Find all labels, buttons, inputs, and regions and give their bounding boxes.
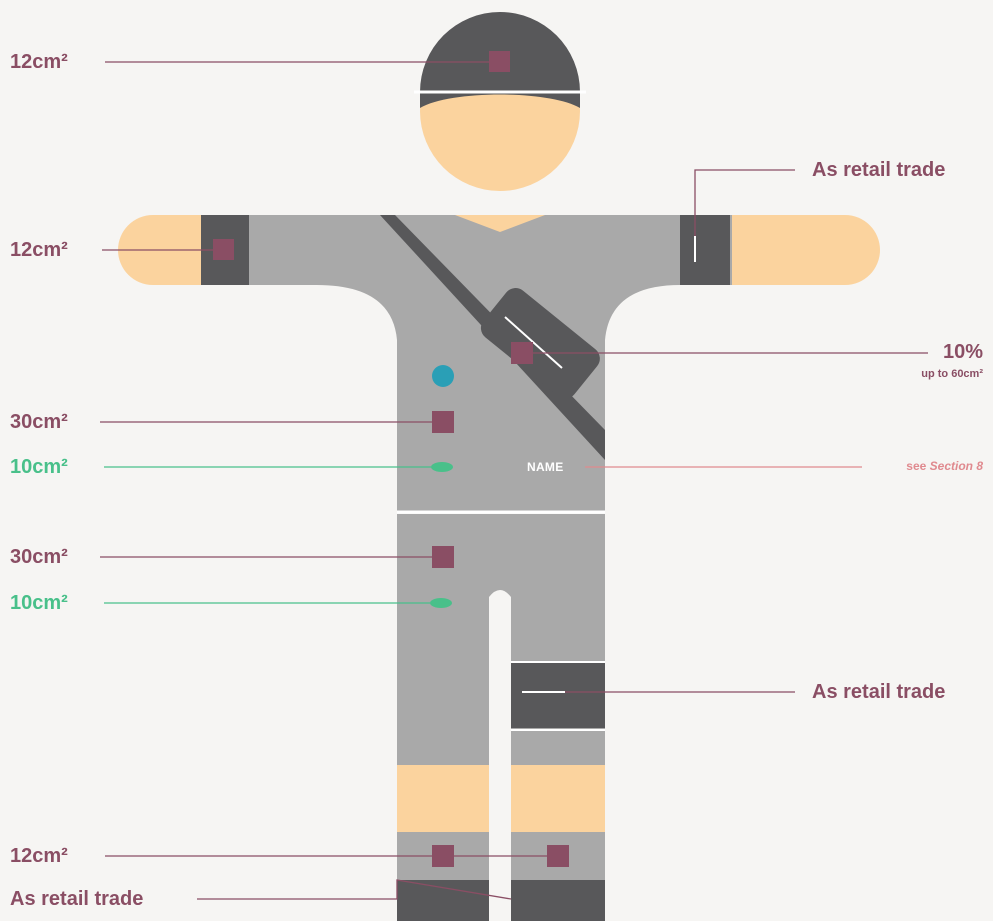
name-reference: see Section 8 (906, 459, 983, 473)
left-boot (397, 880, 489, 921)
left-sleeve (245, 215, 317, 285)
shoulder-bag-badge (511, 342, 533, 364)
hip-square-label: 30cm² (10, 546, 68, 569)
right-shin-badge (547, 845, 569, 867)
left-armband-label: 12cm² (10, 239, 68, 262)
hip-green-badge (430, 598, 452, 608)
chest-green-badge (431, 462, 453, 472)
shoulder-bag-limit-label: up to 60cm² (921, 368, 983, 380)
name-reference-section: Section 8 (930, 459, 983, 473)
chest-round-badge (432, 365, 454, 387)
shin-label: 12cm² (10, 845, 68, 868)
hip-green-label: 10cm² (10, 592, 68, 615)
right-armband-label: As retail trade (812, 159, 945, 182)
thigh-pocket (511, 662, 605, 728)
shoulder-bag-pct-label: 10% (943, 341, 983, 364)
name-tag: NAME (527, 460, 564, 474)
cap-label: 12cm² (10, 51, 68, 74)
chest-square-label: 30cm² (10, 411, 68, 434)
right-shin-skin (511, 765, 605, 832)
hip-square-badge (432, 546, 454, 568)
boots-label: As retail trade (10, 888, 143, 911)
right-boot (511, 880, 605, 921)
chest-square-badge (432, 411, 454, 433)
chest-green-label: 10cm² (10, 456, 68, 479)
cap-badge (489, 51, 510, 72)
name-reference-prefix: see (906, 459, 926, 473)
left-armband-badge (213, 239, 234, 260)
thigh-pocket-label: As retail trade (812, 681, 945, 704)
left-shin-skin (397, 765, 489, 832)
